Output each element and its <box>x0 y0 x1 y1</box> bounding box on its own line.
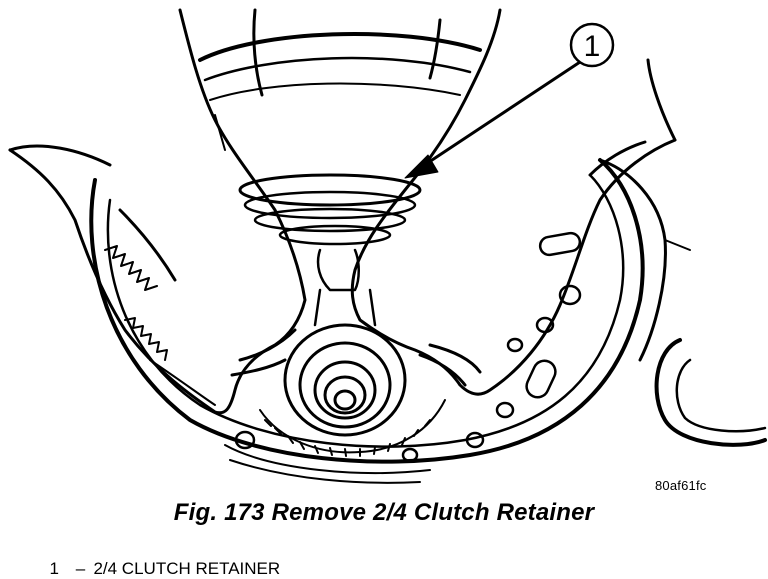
case-passages <box>224 444 431 484</box>
housing-rim <box>198 32 482 151</box>
callout-number: 1 <box>584 30 601 63</box>
right-hand <box>350 8 677 396</box>
callout-marker <box>569 22 615 68</box>
legend-item: 1–2/4 CLUTCH RETAINER <box>40 539 280 579</box>
callout-leader <box>404 60 582 179</box>
legend-label: 2/4 CLUTCH RETAINER <box>93 559 281 578</box>
clutch-retainer <box>238 173 422 292</box>
legend-dash: – <box>75 559 86 578</box>
case-opening <box>654 338 767 447</box>
legend-number: 1 <box>49 559 59 578</box>
left-hand <box>8 8 307 415</box>
planetary-gear-teeth <box>259 399 446 457</box>
figure-code: 80af61fc <box>655 478 707 493</box>
transmission-case <box>89 158 691 464</box>
transmission-illustration: 1 <box>8 8 767 484</box>
input-shaft-hub <box>283 288 407 437</box>
figure-caption: Fig. 173 Remove 2/4 Clutch Retainer <box>173 499 595 526</box>
